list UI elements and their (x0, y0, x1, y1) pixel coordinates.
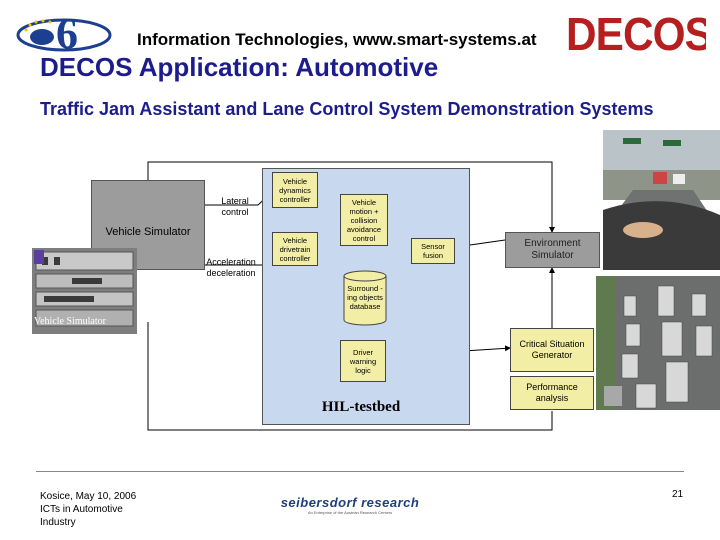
footer-event-line2: Industry (40, 517, 76, 528)
vehicle-drivetrain-controller-box: Vehicle drivetrain controller (272, 232, 318, 266)
environment-simulator-label: Environment Simulator (524, 238, 581, 261)
seibersdorf-logo-text: seibersdorf research (280, 495, 420, 510)
lateral-control-label: Lateral control (221, 196, 249, 217)
highway-cockpit-photo (603, 130, 720, 270)
decos-logo-text: DECOS (566, 10, 706, 58)
fp6-logo: 6 (12, 8, 122, 61)
vehicle-motion-collision-label: Vehicle motion + collision avoidance con… (346, 197, 382, 243)
driver-warning-logic-box: Driver warning logic (340, 340, 386, 382)
footer-location-date: Kosice, May 10, 2006 (40, 491, 137, 502)
acceleration-deceleration-label: Acceleration deceleration (206, 257, 256, 278)
header-org-text: Information Technologies, www.smart-syst… (137, 30, 537, 49)
vehicle-motion-collision-box: Vehicle motion + collision avoidance con… (340, 194, 388, 246)
performance-analysis-label: Performance analysis (526, 382, 578, 403)
surrounding-objects-database-label: Surround -ing objects database (347, 284, 383, 311)
seibersdorf-tagline: An Enterprise of the Austrian Research C… (307, 510, 393, 515)
sensor-fusion-box: Sensor fusion (411, 238, 455, 264)
page-number: 21 (672, 489, 684, 500)
vehicle-simulator-label: Vehicle Simulator (105, 226, 191, 238)
decos-logo: DECOS (566, 10, 706, 58)
critical-situation-generator-label: Critical Situation Generator (519, 339, 585, 360)
footer-info: Kosice, May 10, 2006 ICTs in Automotive … (40, 490, 136, 529)
hil-testbed-label: HIL-testbed (321, 399, 401, 415)
critical-situation-generator-box: Critical Situation Generator (510, 328, 594, 372)
vehicle-drivetrain-controller-label: Vehicle drivetrain controller (279, 235, 311, 263)
sensor-fusion-label: Sensor fusion (421, 242, 445, 260)
environment-simulator-box: Environment Simulator (505, 232, 600, 268)
vehicle-simulator-photo: Vehicle Simulator (32, 248, 137, 334)
slide-title: DECOS Application: Automotive (40, 52, 439, 82)
footer-divider (36, 471, 684, 472)
surrounding-objects-database: Surround -ing objects database (343, 270, 387, 326)
driver-warning-logic-label: Driver warning logic (349, 347, 377, 375)
vehicle-dynamics-controller-label: Vehicle dynamics controller (279, 176, 311, 204)
traffic-jam-photo (596, 276, 720, 410)
vehicle-dynamics-controller-box: Vehicle dynamics controller (272, 172, 318, 208)
vehicle-simulator-photo-caption: Vehicle Simulator (34, 316, 106, 327)
svg-text:6: 6 (56, 9, 78, 56)
performance-analysis-box: Performance analysis (510, 376, 594, 410)
footer-event-line1: ICTs in Automotive (40, 504, 123, 515)
seibersdorf-logo: seibersdorf research An Enterprise of th… (280, 495, 420, 515)
slide-subtitle: Traffic Jam Assistant and Lane Control S… (40, 99, 654, 119)
